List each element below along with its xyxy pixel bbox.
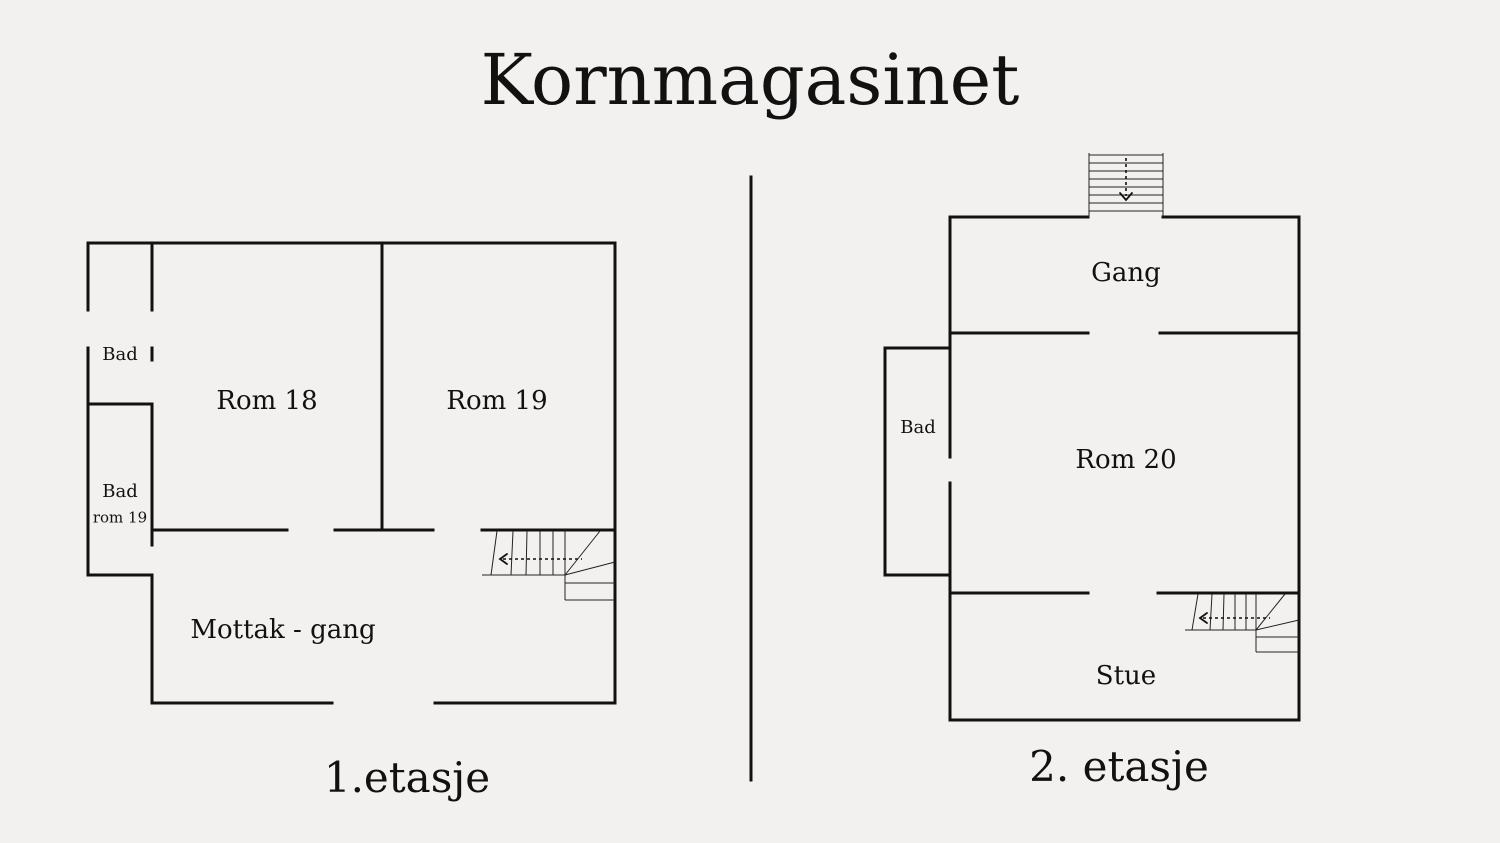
arrow-down-icon: [1119, 192, 1133, 202]
room-label-stue: Stue: [1095, 661, 1157, 691]
floor1-walls: [86, 241, 617, 705]
room-label-bad-floor1: Bad: [102, 344, 138, 365]
room-label-mottak-gang: Mottak - gang: [190, 615, 376, 645]
room-label-bad-floor2: Bad: [900, 417, 936, 438]
room-label-gang: Gang: [1091, 258, 1161, 288]
floor2-entry-staircase: [1088, 153, 1164, 217]
room-label-bad-rom19: Bad: [102, 481, 138, 502]
floor1-staircase: [482, 530, 616, 601]
arrow-left-icon: [1198, 612, 1208, 624]
room-label-rom20: Rom 20: [1075, 445, 1177, 475]
floor2-staircase: [1185, 593, 1300, 653]
room-label-rom18: Rom 18: [216, 386, 318, 416]
floor-label-1: 1.etasje: [323, 753, 491, 802]
room-label-bad-rom19-sub: rom 19: [92, 508, 148, 527]
page-title: Kornmagasinet: [480, 39, 1020, 121]
arrow-left-icon: [498, 553, 508, 565]
room-label-rom19: Rom 19: [446, 386, 548, 416]
floor2-walls: [883, 215, 1301, 722]
floor-label-2: 2. etasje: [1029, 742, 1209, 791]
